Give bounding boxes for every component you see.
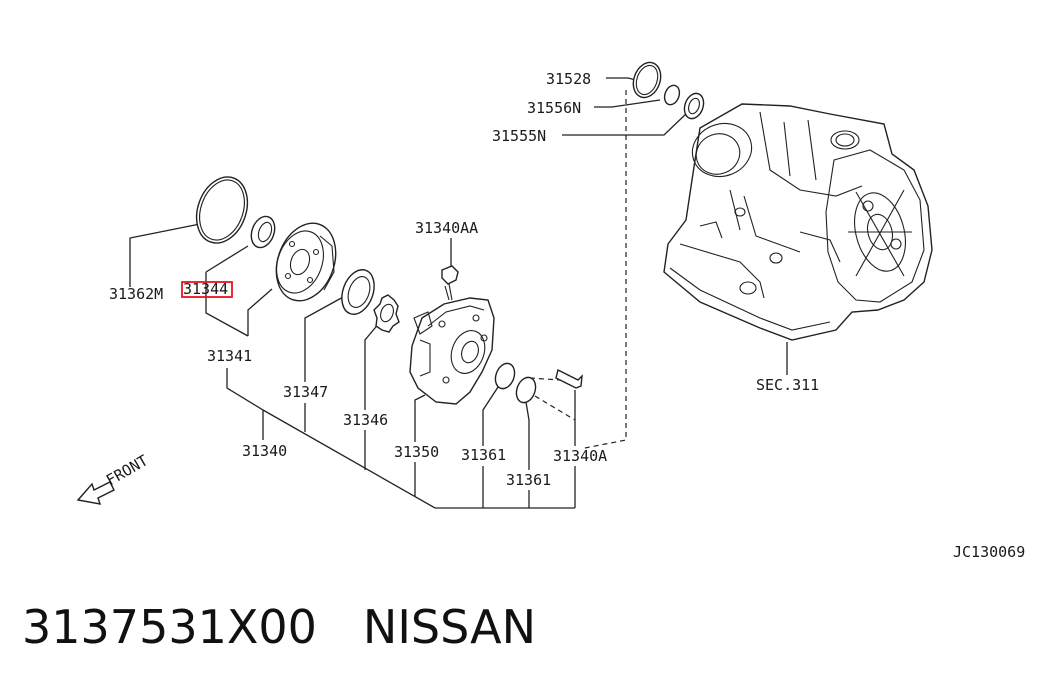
label-31340aa: 31340AA (415, 219, 478, 237)
label-31555n: 31555N (492, 127, 546, 145)
pump-housing-31350 (409, 297, 495, 405)
bolt-31340a (555, 368, 583, 389)
o-ring-31361-a (494, 362, 516, 390)
o-ring-31556n (663, 84, 681, 106)
seal-31344 (250, 215, 276, 249)
part-caption: 3137531X00 NISSAN (22, 600, 536, 654)
brand-name: NISSAN (362, 600, 537, 654)
label-31362m: 31362M (109, 285, 163, 303)
outer-gear-31347 (341, 269, 375, 315)
label-31340: 31340 (242, 442, 287, 460)
leader-lines (129, 77, 788, 509)
bolt-31340aa (441, 265, 459, 301)
label-31347: 31347 (283, 383, 328, 401)
o-ring-31362m (195, 176, 249, 244)
part-number: 3137531X00 (22, 600, 317, 654)
label-31346: 31346 (343, 411, 388, 429)
label-31341: 31341 (207, 347, 252, 365)
transmission-case (663, 103, 933, 341)
label-31361-a: 31361 (461, 446, 506, 464)
highlight-box (181, 281, 233, 298)
label-31361-b: 31361 (506, 471, 551, 489)
inner-gear-31346 (373, 294, 400, 333)
diagram-code: JC130069 (953, 543, 1025, 561)
o-ring-31361-b (515, 376, 537, 404)
o-ring-31528 (632, 61, 662, 99)
label-31340a: 31340A (553, 447, 607, 465)
front-arrow-icon (76, 481, 115, 505)
label-31556n: 31556N (527, 99, 581, 117)
pump-cover-31341 (275, 222, 337, 302)
label-31528: 31528 (546, 70, 591, 88)
seal-31555n (683, 92, 705, 120)
label-front: FRONT (103, 451, 151, 489)
label-sec311: SEC.311 (756, 376, 819, 394)
label-31344: 31344 (183, 280, 228, 298)
label-31350: 31350 (394, 443, 439, 461)
